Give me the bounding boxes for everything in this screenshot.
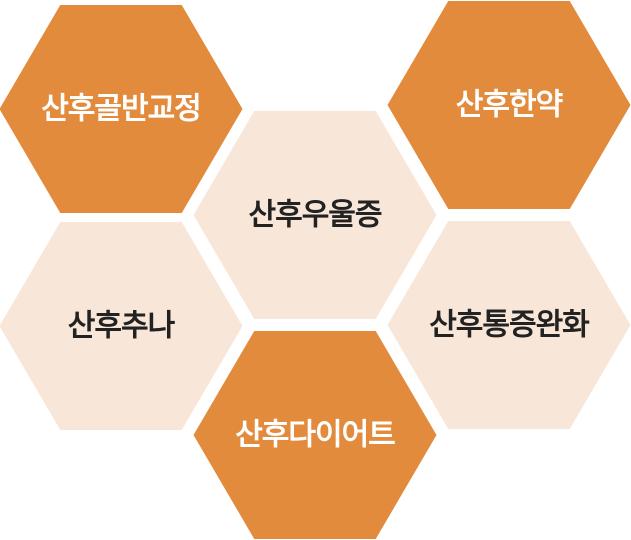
- hexagon-shape: [387, 221, 631, 429]
- hexagon-label: 산후골반교정: [41, 93, 201, 126]
- hexagon-shape: [387, 1, 631, 209]
- hexagon-shape: [0, 5, 243, 213]
- hexagon-label: 산후추나: [68, 310, 176, 343]
- hexagon-shape: [193, 111, 437, 319]
- hexagon-label: 산후한약: [456, 89, 563, 122]
- hexagon-postpartum-chuna: 산후추나: [0, 222, 243, 430]
- hexagon-postpartum-pain-relief: 산후통증완화: [387, 221, 631, 429]
- hexagon-postpartum-pelvis: 산후골반교정: [0, 5, 243, 213]
- hexagon-postpartum-herbal: 산후한약: [387, 1, 631, 209]
- hexagon-postpartum-depression: 산후우울증: [193, 111, 437, 319]
- hexagon-label: 산후다이어트: [235, 419, 395, 452]
- hexagon-label: 산후우울증: [249, 199, 382, 232]
- hexagon-shape: [193, 331, 437, 539]
- hexagon-postpartum-diet: 산후다이어트: [193, 331, 437, 539]
- hexagon-label: 산후통증완화: [429, 309, 590, 342]
- hexagon-shape: [0, 222, 243, 430]
